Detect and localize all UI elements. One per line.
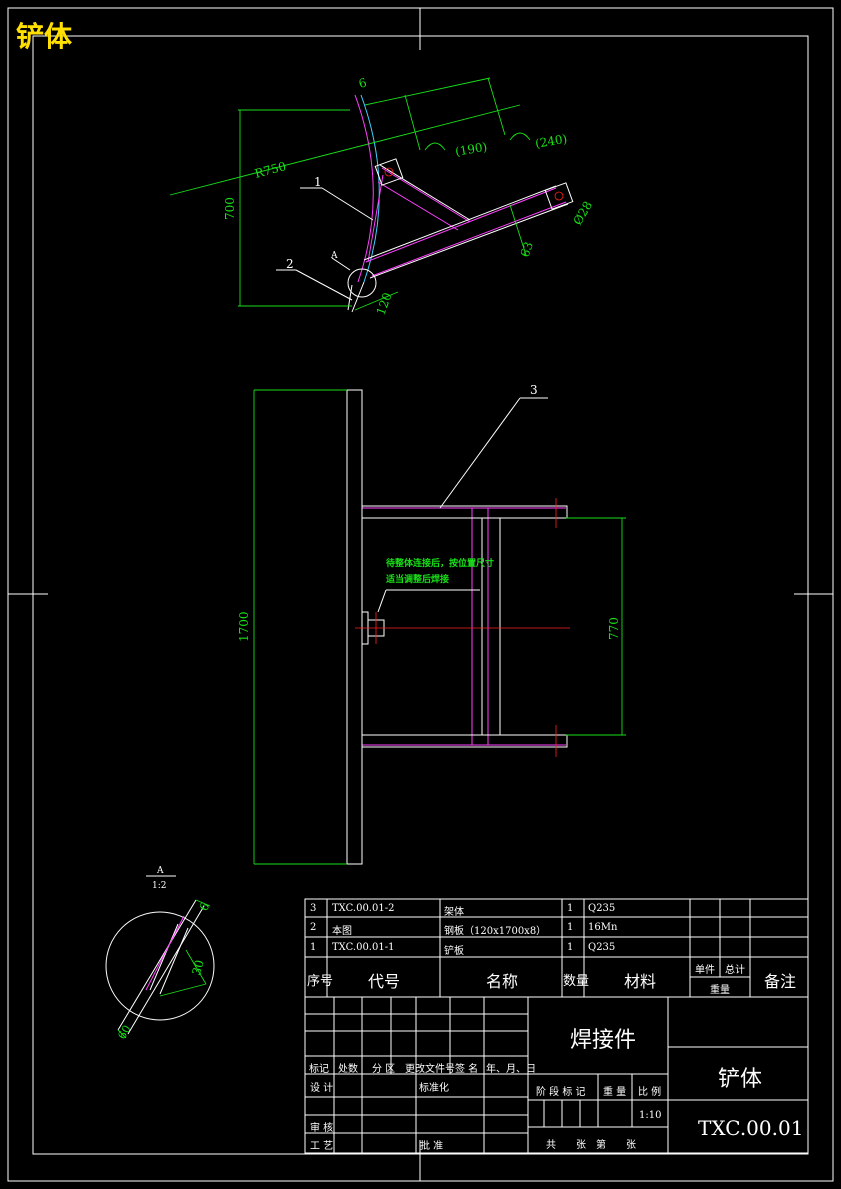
front-view bbox=[253, 389, 626, 865]
blade-plate bbox=[346, 389, 363, 865]
dim-770: 770 bbox=[607, 617, 621, 640]
sheet-title: 铲体 bbox=[16, 20, 73, 53]
title-block-grid bbox=[304, 996, 809, 1154]
frame-outline bbox=[363, 158, 574, 279]
dim-700: 700 bbox=[223, 197, 237, 220]
centering-marks bbox=[8, 8, 833, 1181]
dim-1700: 1700 bbox=[237, 611, 251, 642]
weld-note-line1: 待整体连接后，按位置尺寸 bbox=[386, 557, 494, 569]
weld-note-line2: 适当调整后焊接 bbox=[386, 573, 449, 585]
front-arms bbox=[362, 507, 566, 746]
dim-d28: Ø28 bbox=[570, 199, 595, 228]
detail-dim-60: 60 bbox=[115, 1023, 133, 1042]
bom-grid bbox=[304, 898, 809, 998]
dim-240: (240) bbox=[534, 132, 568, 151]
pin-hole-2 bbox=[554, 191, 564, 201]
dim-120: 120 bbox=[374, 291, 395, 317]
detail-dim-30: 30 bbox=[189, 958, 206, 976]
center-lines bbox=[355, 498, 570, 757]
part-label-3: 3 bbox=[530, 383, 538, 397]
top-view bbox=[169, 77, 574, 313]
detail-dim-6: 6 bbox=[196, 900, 212, 914]
front-view-dims bbox=[253, 389, 626, 865]
top-view-leaders bbox=[276, 187, 374, 301]
detail-a bbox=[105, 875, 215, 1039]
blade-arc-outer bbox=[354, 94, 374, 283]
front-view-leaders bbox=[377, 397, 548, 613]
detail-title: A bbox=[156, 866, 164, 876]
part-label-1: 1 bbox=[314, 175, 322, 189]
detail-scale: 1:2 bbox=[152, 881, 166, 891]
dim-r750: R750 bbox=[253, 159, 287, 181]
inner-border bbox=[32, 35, 809, 1155]
dim-190: (190) bbox=[454, 140, 488, 159]
dim-63: 63 bbox=[518, 240, 536, 259]
detail-ref-a: A bbox=[330, 251, 338, 261]
dim-thickness: 6 bbox=[357, 75, 368, 91]
part-label-2: 2 bbox=[286, 257, 294, 271]
pin-hole-1 bbox=[384, 167, 394, 177]
frame-arms bbox=[365, 167, 567, 277]
front-arm-outline bbox=[361, 505, 568, 748]
top-view-dims bbox=[169, 77, 531, 311]
outer-border bbox=[7, 7, 834, 1182]
detail-a-circle bbox=[347, 268, 377, 298]
